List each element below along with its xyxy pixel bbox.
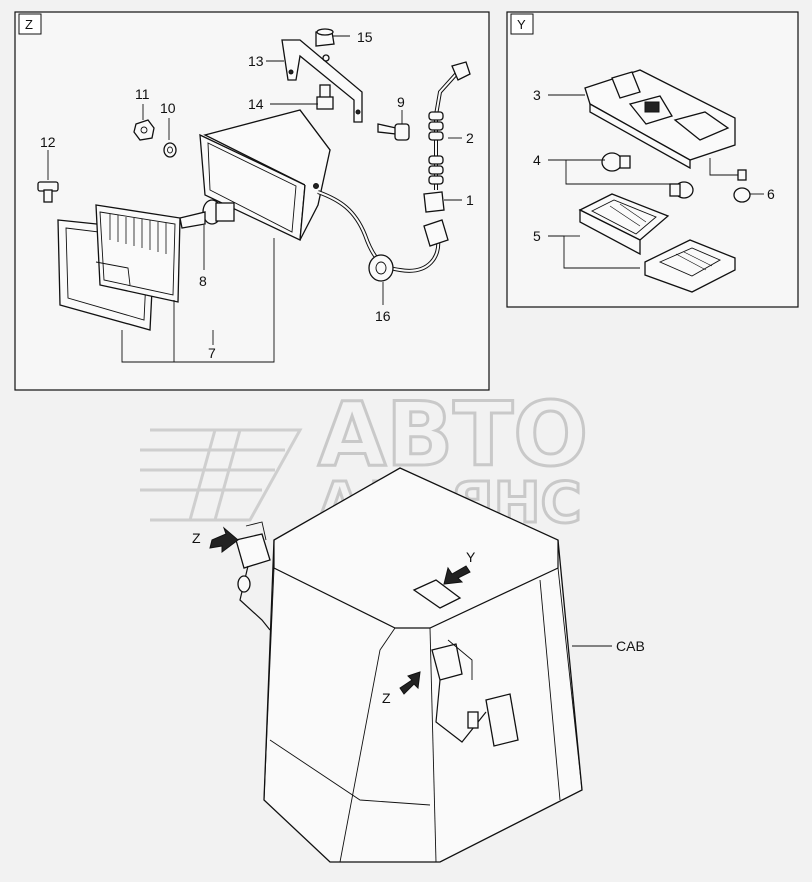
callout-1: 1 <box>466 192 474 208</box>
callout-2: 2 <box>466 130 474 146</box>
pointer-arrow-z-top <box>209 526 239 553</box>
callout-6: 6 <box>767 186 775 202</box>
pointer-arrow-y <box>443 565 471 585</box>
wire-harness <box>317 61 471 282</box>
nut-part-11 <box>133 119 155 141</box>
detail-panel-y: Y <box>506 11 799 308</box>
callout-16: 16 <box>375 308 391 324</box>
panel-z-tag: Z <box>25 17 33 32</box>
panel-y-tag: Y <box>517 17 526 32</box>
leader-lines-y <box>548 94 764 269</box>
callout-3: 3 <box>533 87 541 103</box>
bolt-part-14 <box>316 84 334 110</box>
cab-work-lamp-left <box>235 521 271 631</box>
callout-11: 11 <box>135 86 150 102</box>
callout-10: 10 <box>160 100 176 116</box>
callout-8: 8 <box>199 273 207 289</box>
room-lamp-lens <box>578 193 736 293</box>
screw-part-12 <box>37 181 59 203</box>
callout-4: 4 <box>533 152 541 168</box>
callout-15: 15 <box>357 29 373 45</box>
mounting-bracket <box>281 39 363 123</box>
detail-panel-z: Z <box>14 11 490 391</box>
leader-lines-z <box>47 35 462 363</box>
cab-overview: Z Y Z CAB <box>192 467 645 863</box>
callout-13: 13 <box>248 53 264 69</box>
lamp-lens-frame <box>57 204 181 331</box>
lamp-bulb <box>179 199 235 229</box>
cab-label: CAB <box>616 638 645 654</box>
washer-part-10 <box>163 142 177 158</box>
callout-14: 14 <box>248 96 264 112</box>
cab-pointer-z-side: Z <box>382 690 391 706</box>
room-lamp-bulbs <box>601 152 694 199</box>
cab-pointer-y: Y <box>466 549 476 565</box>
cab-pointer-z-top: Z <box>192 530 201 546</box>
nut-part-15 <box>315 28 335 62</box>
room-lamp-housing <box>584 69 736 170</box>
callout-9: 9 <box>397 94 405 110</box>
pointer-arrow-z-side <box>399 671 421 695</box>
callout-5: 5 <box>533 228 541 244</box>
callout-12: 12 <box>40 134 56 150</box>
watermark-line1: АВТО <box>318 383 588 486</box>
lamp-housing <box>199 109 331 241</box>
cab-work-lamp-right <box>431 639 487 743</box>
watermark-logo-icon <box>140 428 303 522</box>
callout-7: 7 <box>208 345 216 361</box>
